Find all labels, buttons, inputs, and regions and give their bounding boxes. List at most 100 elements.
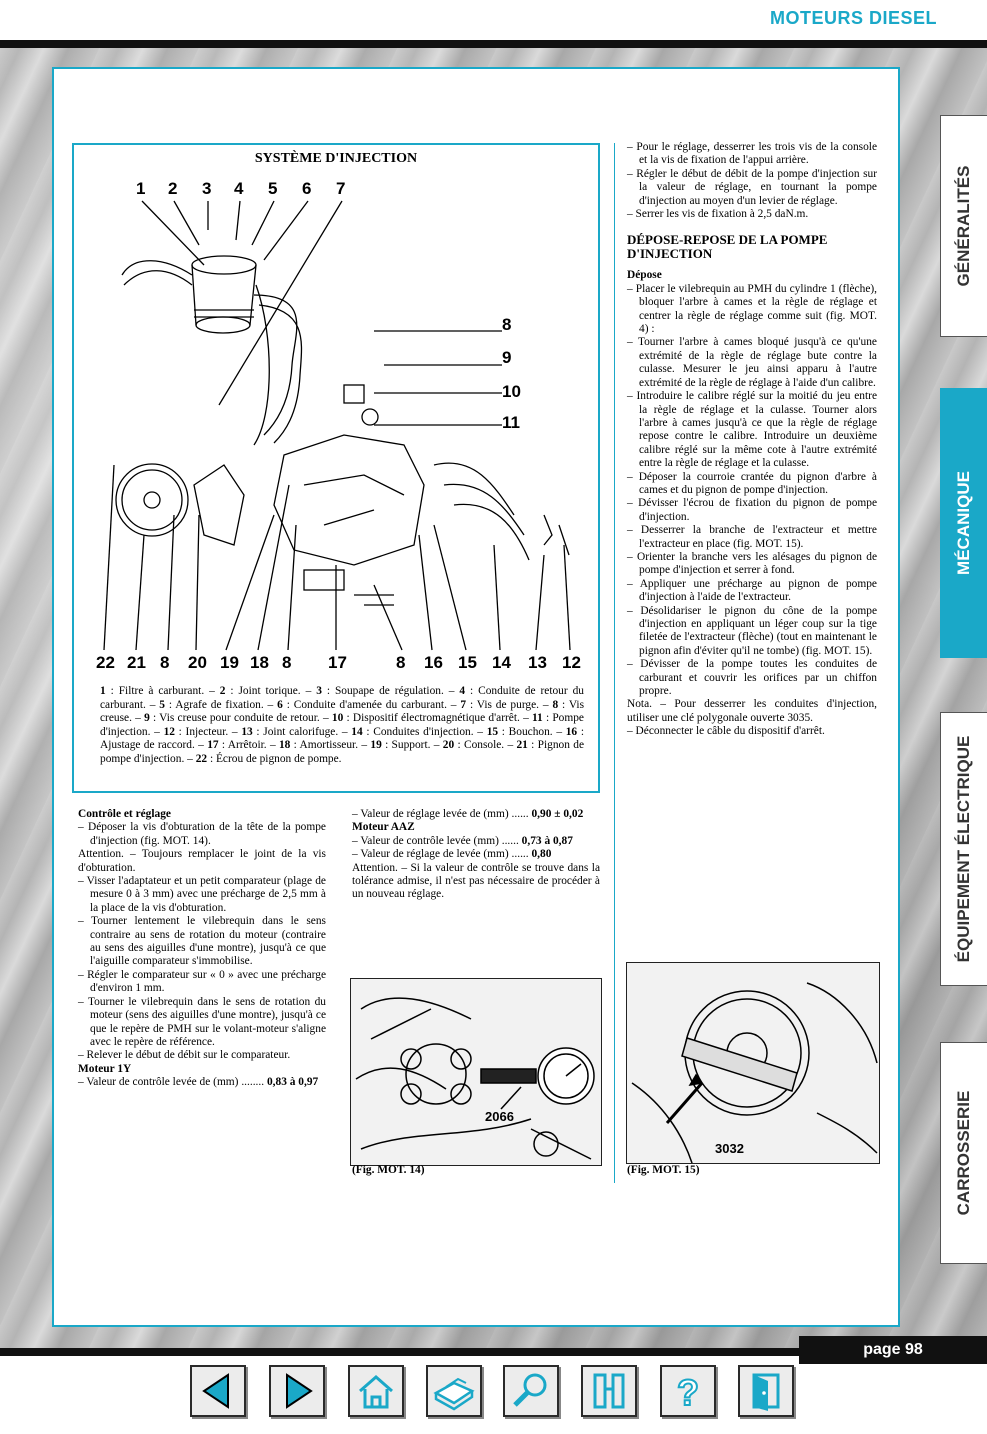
list-item: – Relever le début de débit sur le compa… (78, 1049, 291, 1062)
search-icon (513, 1373, 547, 1407)
list-item: – Déposer la vis d'obturation de la tête… (78, 821, 326, 847)
legend-text: : Pignon de pompe d'injection. – (100, 739, 585, 765)
legend-number: 13 (241, 725, 253, 738)
legend-text: : Ajustage de raccord. – (100, 725, 584, 752)
callout: 15 (458, 653, 477, 672)
comparator-drawing (351, 979, 601, 1165)
exit-button[interactable] (738, 1365, 794, 1417)
exploded-view-drawing (103, 200, 571, 651)
list-item: – Visser l'adaptateur et un petit compar… (78, 875, 326, 914)
extractor-drawing (627, 963, 879, 1163)
tab-carrosserie[interactable]: CARROSSERIE (940, 1042, 987, 1264)
binoculars-icon (593, 1373, 625, 1409)
tab-equipement-electrique[interactable]: ÉQUIPEMENT ÉLECTRIQUE (940, 712, 987, 986)
binoculars-button[interactable] (581, 1365, 637, 1417)
legend-number: 5 (159, 698, 165, 711)
attention-note: Attention. – Si la valeur de contrôle se… (352, 861, 600, 901)
list-item: – Tourner le vilebrequin dans le sens de… (78, 995, 326, 1048)
list-item: – Serrer les vis de fixation à 2,5 daN.m… (627, 208, 809, 221)
forward-button[interactable] (269, 1365, 325, 1417)
callout: 18 (250, 653, 269, 672)
legend-number: 19 (370, 739, 382, 752)
list-item: – Régler le début de débit de la pompe d… (627, 167, 877, 207)
callout: 20 (188, 653, 207, 672)
item-text: Tourner lentement le vilebrequin dans le… (90, 915, 326, 968)
home-icon (359, 1375, 393, 1409)
right-column: – Pour le réglage, desserrer les trois v… (627, 141, 877, 739)
back-button[interactable] (190, 1365, 246, 1417)
tab-generalites[interactable]: GÉNÉRALITÉS (940, 115, 987, 337)
legend-text: : Vis creuse. – (100, 698, 585, 725)
spec-row: – Valeur de réglage de levée (mm) ......… (352, 848, 552, 861)
svg-text:?: ? (677, 1372, 699, 1413)
middle-column: – Valeur de réglage levée de (mm) ......… (352, 808, 600, 902)
list-item: – Déconnecter le câble du dispositif d'a… (627, 725, 825, 738)
spec-row: – Valeur de contrôle levée de (mm) .....… (78, 1076, 319, 1089)
callout: 5 (268, 179, 278, 198)
spec-value: 0,90 ± 0,02 (531, 808, 584, 820)
print-button[interactable] (426, 1365, 482, 1417)
tab-mecanique[interactable]: MÉCANIQUE (940, 388, 987, 658)
item-text: Dévisser de la pompe toutes les conduite… (639, 658, 878, 698)
legend-number: 20 (442, 739, 455, 752)
section-title: MOTEURS DIESEL (769, 8, 937, 28)
page-number: page 98 (799, 1336, 987, 1364)
spec-label: Valeur de réglage de levée (mm) (360, 848, 509, 861)
item-text: Orienter la branche vers les alésages du… (637, 550, 877, 577)
callout: 11 (502, 413, 520, 432)
spec-row: – Valeur de contrôle levée (mm) ...... 0… (352, 834, 573, 847)
forward-icon (286, 1373, 313, 1409)
callout: 8 (502, 315, 512, 334)
callout: 10 (502, 382, 521, 401)
heading-depose-repose: DÉPOSE-REPOSE DE LA POMPE D'INJECTION (627, 232, 828, 262)
legend-number: 22 (195, 752, 208, 765)
item-text: Tourner l'arbre à cames bloqué jusqu'à c… (637, 336, 877, 389)
column-rule (614, 143, 615, 1183)
legend-number: 6 (277, 698, 283, 711)
bottom-divider (0, 1348, 987, 1356)
figure-caption: (Fig. MOT. 14) (352, 1164, 425, 1176)
legend-text: : Arrêtoir. – (218, 739, 279, 752)
heading-moteur-aaz: Moteur AAZ (352, 821, 415, 834)
heading-depose: Dépose (627, 269, 662, 282)
callout: 14 (492, 653, 511, 672)
item-text: Régler le début de débit de la pompe d'i… (636, 167, 877, 207)
list-item: – Desserrer la branche de l'extracteur e… (627, 524, 877, 550)
header: MOTEURS DIESEL (0, 0, 987, 40)
injection-diagram: SYSTÈME D'INJECTION 1 2 3 4 5 6 7 8 9 10… (72, 143, 600, 793)
list-item: – Régler le comparateur sur « 0 » avec u… (78, 968, 326, 995)
spec-label: Valeur de contrôle levée (mm) (360, 834, 499, 847)
legend-number: 11 (531, 712, 543, 725)
legend-text: : Soupape de régulation. – (321, 685, 460, 697)
figure-caption: (Fig. MOT. 15) (627, 1164, 700, 1176)
legend-number: 2 (219, 685, 226, 697)
tab-label: MÉCANIQUE (954, 471, 973, 575)
spec-value: 0,83 à 0,97 (266, 1076, 319, 1089)
legend-text: : Pompe d'injection. – (100, 712, 584, 738)
callout: 3 (202, 179, 212, 198)
legend-number: 15 (486, 725, 499, 738)
item-text: Desserrer la branche de l'extracteur et … (639, 524, 877, 550)
item-text: Appliquer une précharge au pignon de pom… (639, 577, 877, 604)
search-button[interactable] (503, 1365, 559, 1417)
legend-text: : Conduite de retour du carburant. – (100, 685, 584, 711)
legend-number: 3 (316, 685, 322, 697)
list-item: – Introduire le calibre réglé sur la moi… (627, 390, 878, 470)
legend-number: 12 (163, 725, 175, 738)
legend-text: : Conduites d'injection. – (362, 725, 487, 738)
help-icon: ? (676, 1371, 700, 1414)
item-text: Attention. – Toujours remplacer le joint… (78, 848, 326, 874)
list-item: – Déposer la courroie crantée du pignon … (627, 470, 877, 496)
help-button[interactable]: ? (660, 1365, 716, 1417)
legend-text: : Agrafe de fixation. – (165, 698, 278, 711)
spec-label: Valeur de réglage levée de (mm) (360, 808, 509, 820)
home-button[interactable] (348, 1365, 404, 1417)
item-text: Dévisser l'écrou de fixation du pignon d… (638, 497, 877, 523)
callout: 7 (336, 179, 346, 198)
list-item: – Dévisser de la pompe toutes les condui… (627, 658, 878, 698)
legend-text: : Vis creuse pour conduite de retour. – (149, 712, 332, 725)
item-text: Placer le vilebrequin au PMH du cylindre… (635, 282, 878, 336)
fig-label: 2066 (485, 1109, 514, 1124)
list-item: – Appliquer une précharge au pignon de p… (627, 577, 877, 604)
figure-mot-15: 3032 (626, 962, 880, 1164)
